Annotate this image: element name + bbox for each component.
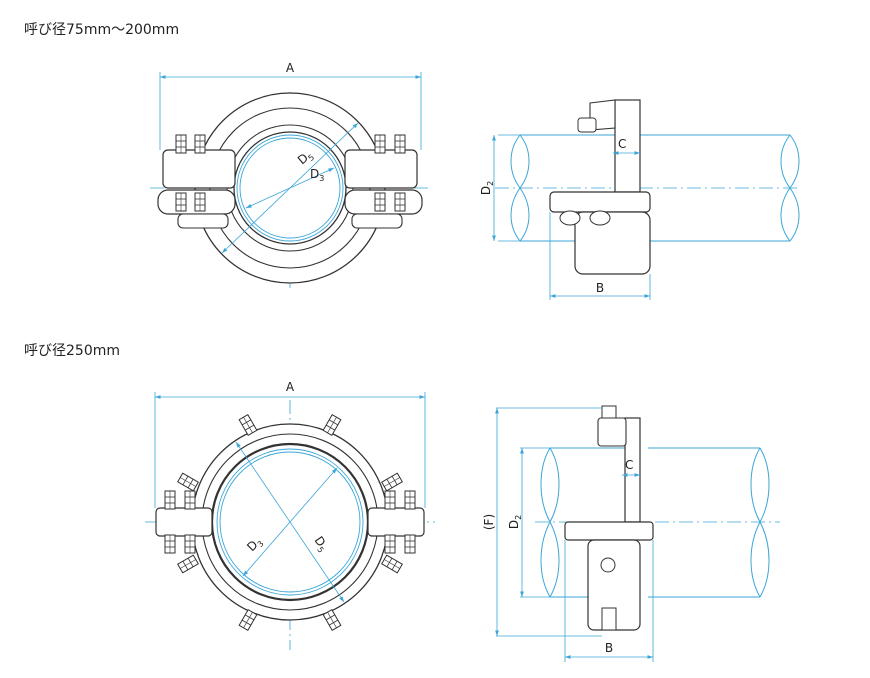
- dim-A-label-1: A: [286, 61, 295, 75]
- heading-small-sizes: 呼び径75mm～200mm: [24, 22, 180, 38]
- dim-B-label-2: B: [605, 641, 613, 655]
- dim-D2-label-1: D2: [479, 181, 495, 195]
- dim-B-label-1: B: [596, 281, 604, 295]
- dim-F-label: (F): [482, 514, 496, 530]
- heading-large-size: 呼び径250mm: [24, 343, 120, 359]
- front-view-small: A D3 D5: [150, 61, 430, 288]
- front-view-large: A D3 D5: [145, 380, 435, 650]
- side-view-small: D2 B C: [479, 99, 800, 300]
- dim-A-label-2: A: [286, 380, 295, 394]
- side-view-large: (F) D2 B C: [482, 405, 780, 662]
- dim-D3-label-1: D3: [310, 167, 324, 183]
- dim-D2-label-2: D2: [507, 515, 523, 529]
- dim-C-label-1: C: [618, 137, 626, 151]
- dim-C-label-2: C: [625, 458, 633, 472]
